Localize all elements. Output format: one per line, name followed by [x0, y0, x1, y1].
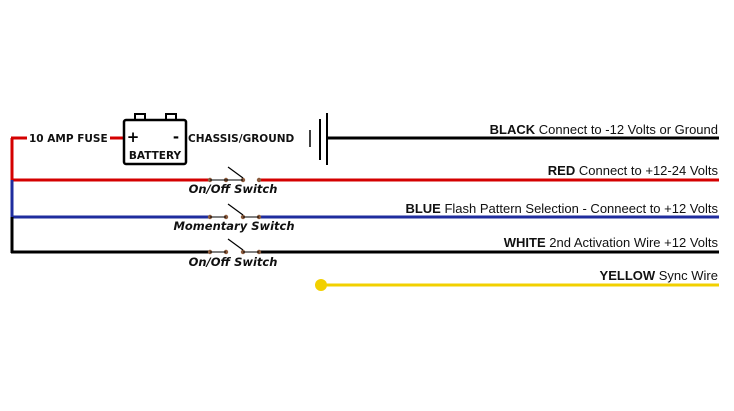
blue-wire-label: BLUE Flash Pattern Selection - Conneect … — [405, 201, 718, 216]
black-wire-color-name: BLACK — [490, 122, 536, 137]
yellow-wire-end-dot — [315, 279, 327, 291]
switch-3-on-off-icon — [207, 238, 262, 258]
battery-minus: - — [173, 128, 179, 146]
yellow-wire-description: Sync Wire — [659, 268, 718, 283]
battery-icon: + - BATTERY — [122, 113, 188, 166]
black-wire-label: BLACK Connect to -12 Volts or Ground — [490, 122, 718, 137]
red-wire-color-name: RED — [548, 163, 575, 178]
black-wire-description: Connect to -12 Volts or Ground — [539, 122, 718, 137]
fuse-label: 10 AMP FUSE — [29, 133, 108, 145]
white-wire-color-name: WHITE — [504, 235, 546, 250]
ground-plate-icon — [309, 113, 328, 165]
yellow-wire-label: YELLOW Sync Wire — [600, 268, 718, 283]
blue-wire-description: Flash Pattern Selection - Conneect to +1… — [444, 201, 718, 216]
red-wire-description: Connect to +12-24 Volts — [579, 163, 719, 178]
switch-2-label: Momentary Switch — [173, 219, 294, 233]
white-wire-description: 2nd Activation Wire +12 Volts — [549, 235, 718, 250]
switch-2-momentary-icon — [207, 203, 262, 223]
switch-1-label: On/Off Switch — [189, 182, 278, 196]
battery-plus: + — [127, 128, 140, 146]
battery-label: BATTERY — [129, 150, 182, 162]
switch-1-on-off-icon — [207, 166, 262, 186]
red-wire-label: RED Connect to +12-24 Volts — [548, 163, 719, 178]
white-wire-label: WHITE 2nd Activation Wire +12 Volts — [504, 235, 719, 250]
chassis-ground-label: CHASSIS/GROUND — [188, 133, 295, 145]
blue-wire-color-name: BLUE — [405, 201, 441, 216]
yellow-wire-color-name: YELLOW — [600, 268, 656, 283]
switch-3-label: On/Off Switch — [189, 255, 278, 269]
